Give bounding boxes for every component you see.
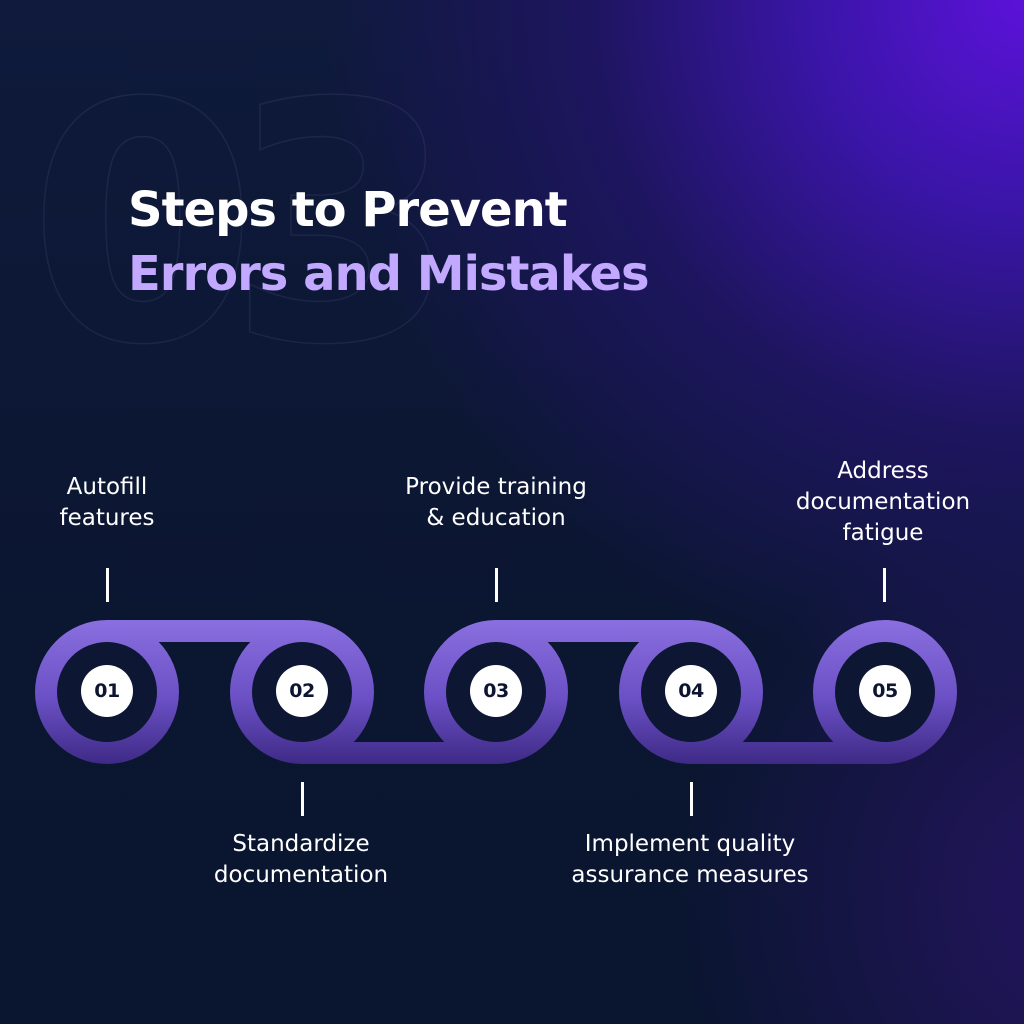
connector-tick-04 — [690, 782, 693, 816]
step-label-03: Provide training & education — [405, 474, 587, 531]
title-line-1: Steps to Prevent — [128, 182, 568, 238]
step-label-02: Standardize documentation — [213, 831, 389, 888]
connector-tick-05 — [883, 568, 886, 602]
chain-connector — [302, 742, 496, 764]
step-label-04: Implement quality assurance measures — [571, 831, 809, 888]
step-badge-04: 04 — [665, 665, 717, 717]
step-label-01: Autofill features — [59, 474, 155, 531]
connector-tick-03 — [495, 568, 498, 602]
connector-tick-01 — [106, 568, 109, 602]
title-line-2: Errors and Mistakes — [128, 246, 650, 302]
step-label-05: Address documentation fatigue — [795, 458, 971, 546]
step-badge-02: 02 — [276, 665, 328, 717]
background-step-number: 03 — [27, 33, 458, 417]
step-badge-03: 03 — [470, 665, 522, 717]
chain-connector — [496, 620, 691, 642]
chain-connector — [107, 620, 302, 642]
connector-tick-02 — [301, 782, 304, 816]
step-badge-01: 01 — [81, 665, 133, 717]
chain-connector — [691, 742, 885, 764]
step-badge-05: 05 — [859, 665, 911, 717]
